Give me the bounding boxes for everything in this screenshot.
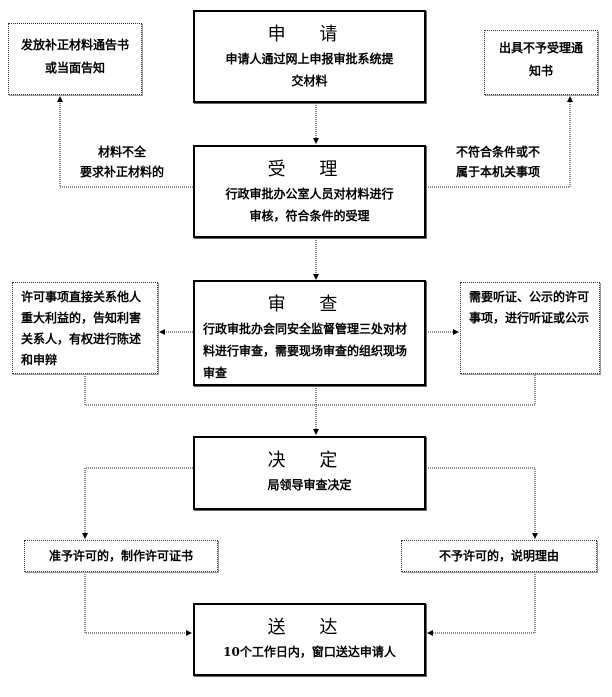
grant-box: 准予许可的，制作许可证书 (24, 540, 218, 572)
arrow-decide-deny (426, 467, 538, 539)
hearing-box: 需要听证、公示的许可事项，进行听证或公示 (460, 282, 600, 374)
arrow-accept-supplement (57, 96, 193, 188)
step-accept-desc: 行政审批办公室人员对材料进行审核，符合条件的受理 (225, 187, 394, 223)
supplement-notice-box: 发放补正材料通告书或当面告知 (8, 23, 142, 95)
label-incomplete-line1: 材料不全 (97, 145, 146, 159)
step-review: 审 查 行政审批办会同安全监督管理三处对材料进行审查，需要现场审查的组织现场审查 (193, 280, 426, 386)
arrow-deny-deliver (427, 572, 536, 636)
step-review-desc: 行政审批办会同安全监督管理三处对材料进行审查，需要现场审查的组织现场审查 (203, 322, 408, 380)
step-decide-title: 决 定 (267, 450, 352, 471)
step-apply-desc: 申请人通过网上申报审批系统提交材料 (225, 52, 394, 88)
label-incomplete: 材料不全 要求补正材料的 (62, 142, 182, 182)
reject-notice-box: 出具不予受理通知书 (484, 30, 598, 95)
grant-text: 准予许可的，制作许可证书 (48, 549, 193, 563)
label-incomplete-line2: 要求补正材料的 (79, 165, 164, 179)
step-accept-title: 受 理 (267, 159, 352, 180)
arrow-grant-deliver (84, 572, 192, 636)
arrow-decide-grant (82, 467, 193, 539)
step-apply: 申 请 申请人通过网上申报审批系统提交材料 (193, 10, 426, 103)
hearing-text: 需要听证、公示的许可事项，进行听证或公示 (469, 290, 590, 325)
arrow-accept-reject (426, 96, 573, 188)
step-decide-desc: 局领导审查决定 (267, 478, 352, 492)
step-review-title: 审 查 (267, 294, 352, 315)
label-ineligible-line2: 属于本机关事项 (455, 165, 540, 179)
step-apply-title: 申 请 (267, 24, 352, 45)
reject-notice-text: 出具不予受理通知书 (499, 41, 584, 78)
step-deliver-desc: 10个工作日内，窗口送达申请人 (223, 645, 396, 659)
step-accept: 受 理 行政审批办公室人员对材料进行审核，符合条件的受理 (193, 145, 426, 238)
label-ineligible: 不符合条件或不 属于本机关事项 (438, 142, 558, 182)
step-deliver: 送 达 10个工作日内，窗口送达申请人 (193, 603, 426, 676)
deny-text: 不予许可的，说明理由 (438, 549, 559, 563)
step-deliver-title: 送 达 (267, 617, 352, 638)
supplement-notice-text: 发放补正材料通告书或当面告知 (21, 38, 130, 75)
deny-box: 不予许可的，说明理由 (401, 540, 597, 572)
line-stakeholder-merge (84, 374, 536, 406)
step-decide: 决 定 局领导审查决定 (193, 436, 426, 510)
label-ineligible-line1: 不符合条件或不 (455, 145, 540, 159)
stakeholder-text: 许可事项直接关系他人重大利益的，告知利害关系人，有权进行陈述和申辩 (21, 290, 142, 367)
stakeholder-box: 许可事项直接关系他人重大利益的，告知利害关系人，有权进行陈述和申辩 (12, 282, 158, 374)
